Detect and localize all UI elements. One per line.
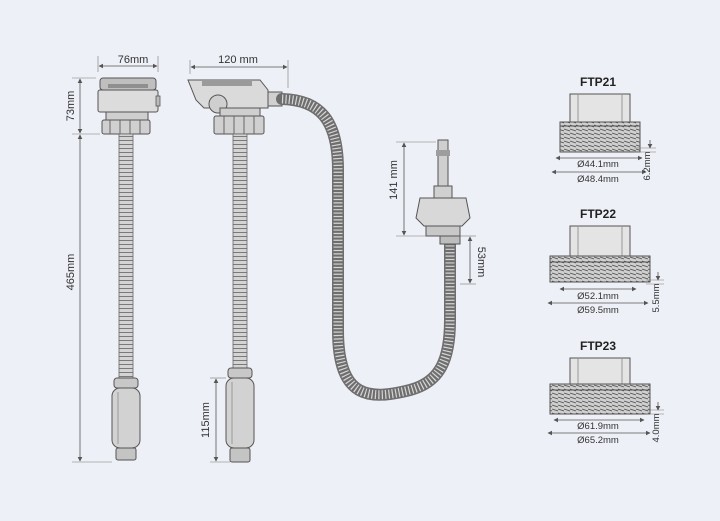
- thread-ftp22: FTP22 Ø52.1mm Ø59.5mm 5.5mm: [547, 207, 664, 316]
- pump-1-hose: [118, 133, 134, 381]
- dim-pump2-grip-length: 115mm: [200, 402, 212, 438]
- pump-2-dimensions: 120 mm 115mm 141 mm 53mm: [189, 54, 487, 463]
- remote-fitting: [415, 139, 471, 245]
- pump-1-grip: [111, 377, 141, 461]
- dim-remote-connector: 53mm: [475, 247, 487, 278]
- thread-ftp21-pitch: 6.2mm: [642, 151, 653, 180]
- dim-pump2-width: 120 mm: [218, 54, 258, 66]
- remote-hose: [276, 93, 456, 401]
- pump-1-head: [97, 77, 161, 135]
- thread-ftp21-outer: Ø48.4mm: [577, 174, 619, 185]
- dim-remote-length: 141 mm: [388, 160, 400, 200]
- thread-ftp21-inner: Ø44.1mm: [577, 159, 619, 170]
- pump-2-hose: [232, 133, 248, 371]
- thread-ftp22-title: FTP22: [580, 207, 616, 221]
- pump-2: [187, 79, 283, 463]
- thread-ftp21-title: FTP21: [580, 75, 616, 89]
- thread-ftp23: FTP23 Ø61.9mm Ø65.2mm 4.0mm: [547, 339, 664, 446]
- thread-ftp22-outer: Ø59.5mm: [577, 305, 619, 316]
- thread-ftp23-inner: Ø61.9mm: [577, 421, 619, 432]
- thread-ftp23-outer: Ø65.2mm: [577, 435, 619, 446]
- dim-pump1-head-height: 73mm: [65, 91, 77, 122]
- pump-1: [97, 77, 161, 461]
- thread-ftp22-pitch: 5.5mm: [651, 283, 662, 312]
- pump-2-head: [187, 79, 283, 135]
- dim-pump1-width: 76mm: [118, 54, 149, 66]
- thread-ftp21: FTP21 Ø44.1mm Ø48.4mm 6.2mm: [551, 75, 656, 185]
- thread-ftp23-title: FTP23: [580, 339, 616, 353]
- thread-ftp23-pitch: 4.0mm: [651, 413, 662, 442]
- thread-ftp22-inner: Ø52.1mm: [577, 291, 619, 302]
- pump-1-dimensions: 76mm 73mm 465mm: [65, 54, 159, 463]
- dim-pump1-total-length: 465mm: [65, 254, 77, 291]
- pump-2-grip: [225, 367, 255, 463]
